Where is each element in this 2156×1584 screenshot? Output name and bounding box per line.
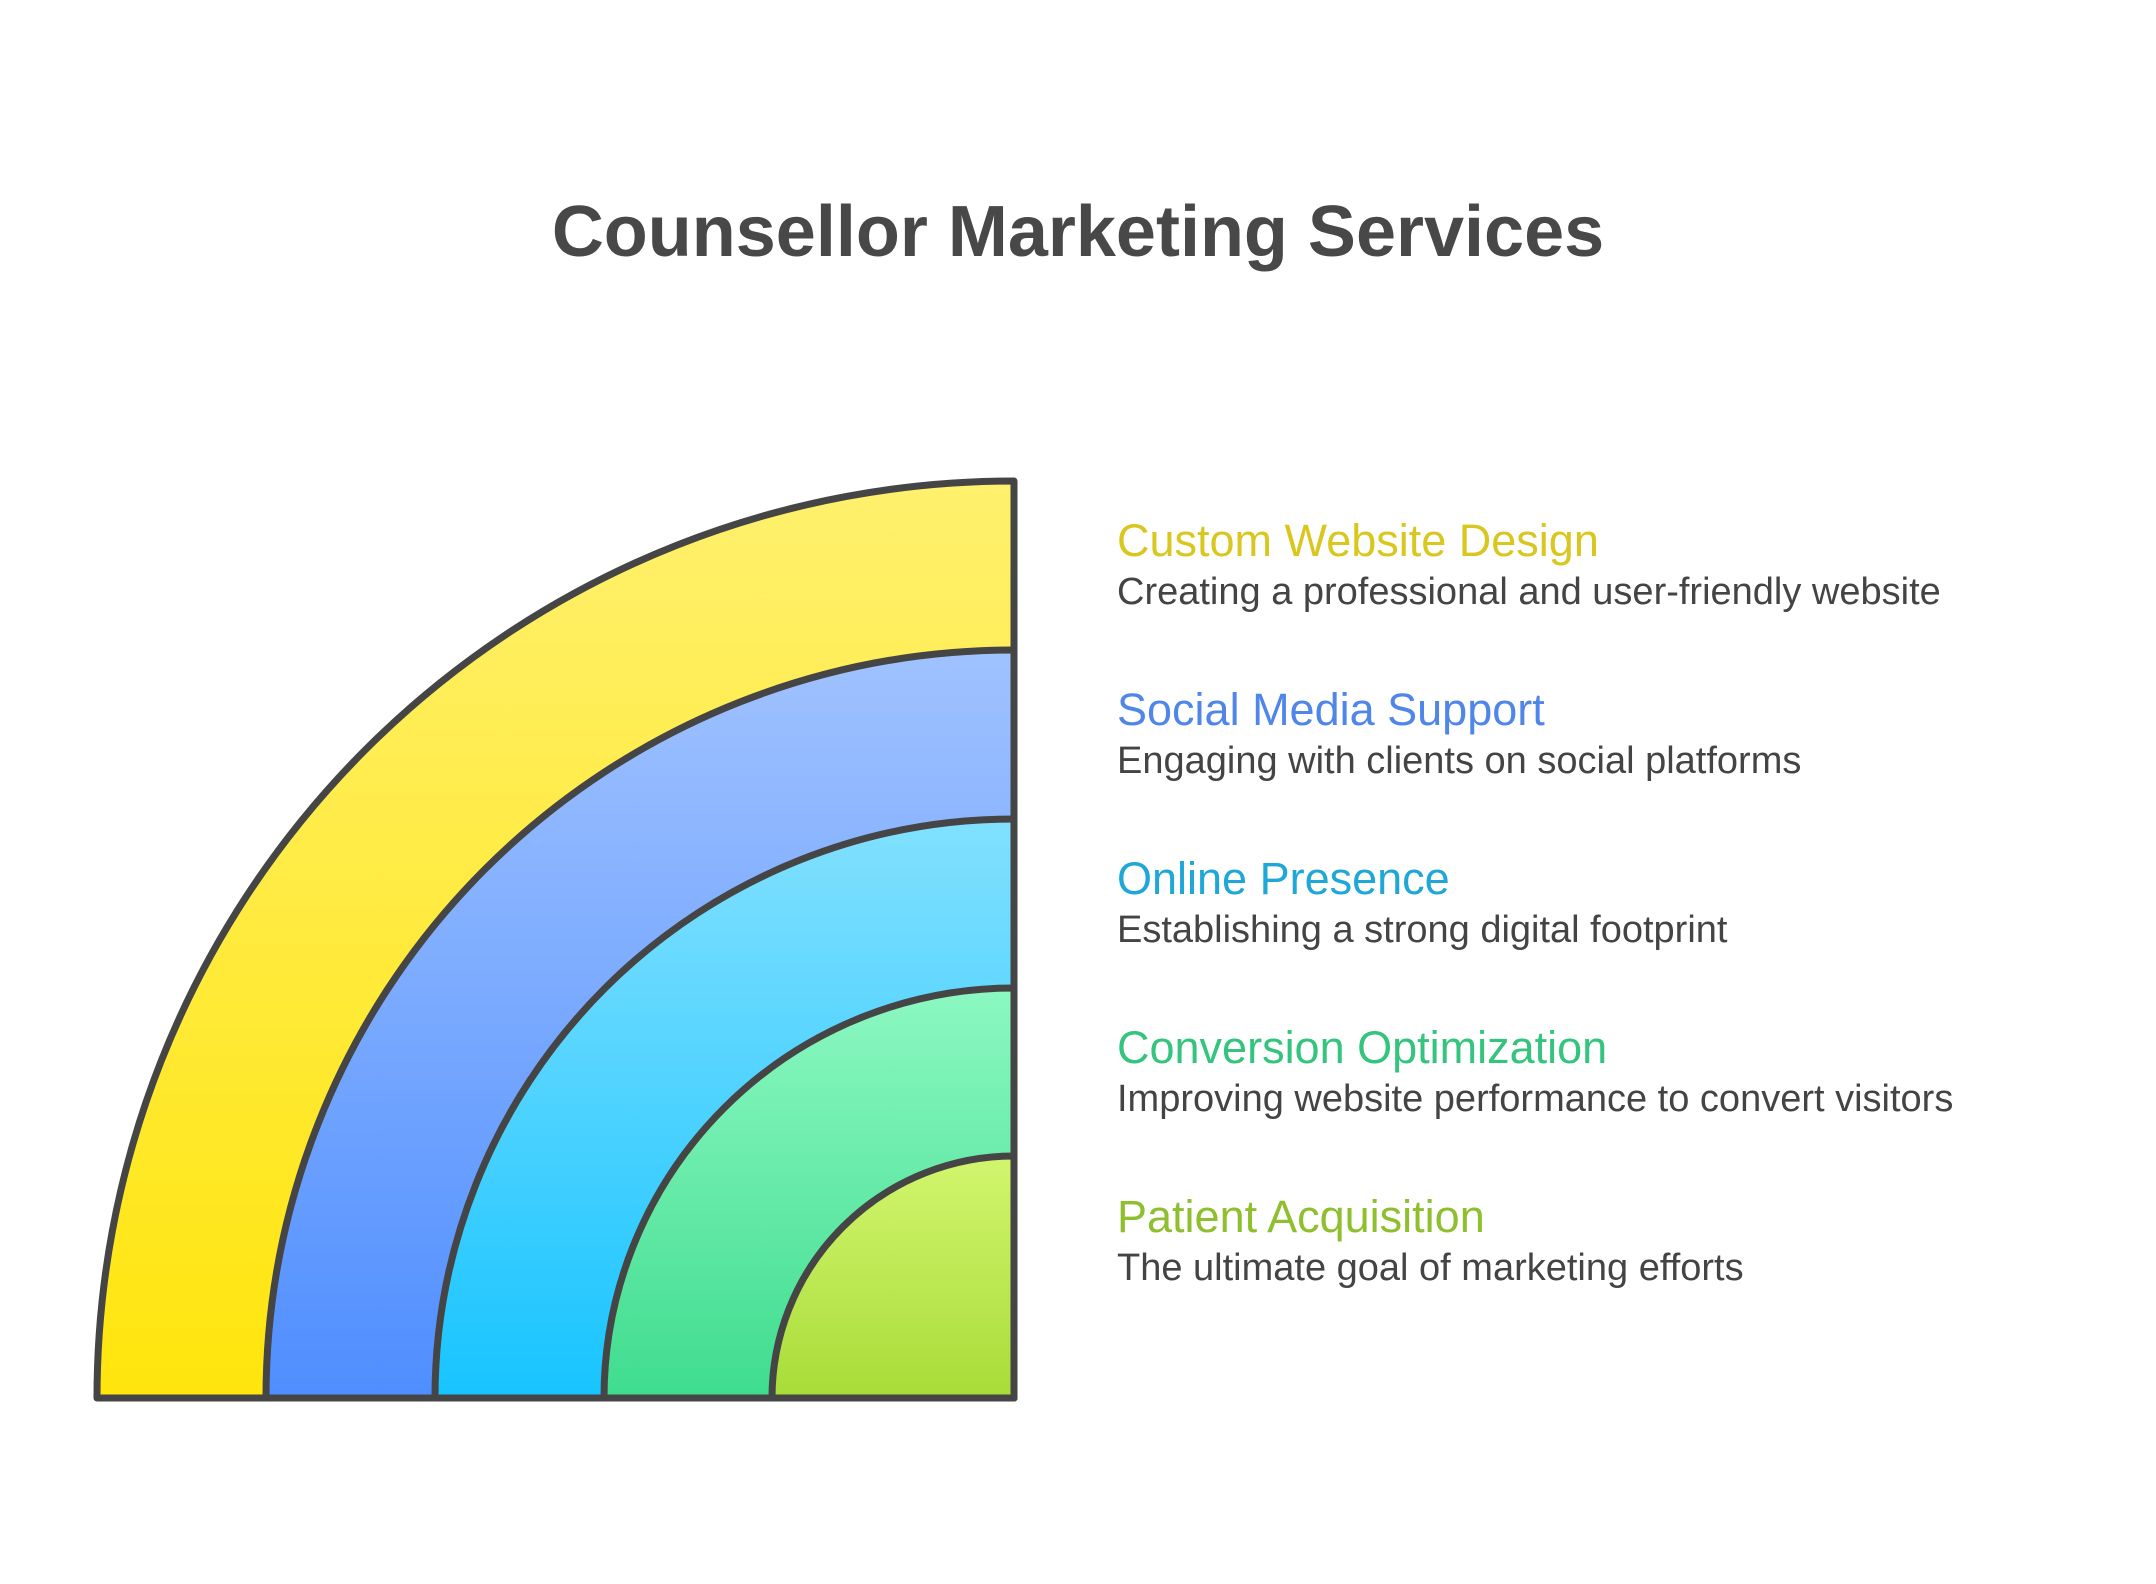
service-title: Online Presence — [1117, 853, 1450, 904]
service-item-website-design: Custom Website Design Creating a profess… — [1117, 515, 2137, 616]
service-title: Custom Website Design — [1117, 515, 1599, 566]
service-description: Establishing a strong digital footprint — [1117, 908, 1728, 951]
service-item-conversion: Conversion Optimization Improving websit… — [1117, 1022, 2137, 1123]
service-description: Engaging with clients on social platform… — [1117, 739, 1802, 782]
service-title: Social Media Support — [1117, 684, 1545, 735]
service-item-social-media: Social Media Support Engaging with clien… — [1117, 684, 2137, 785]
page-title: Counsellor Marketing Services — [551, 192, 1605, 272]
service-description: Improving website performance to convert… — [1117, 1077, 1954, 1120]
band-5 — [768, 1152, 1018, 1402]
service-title: Conversion Optimization — [1117, 1022, 1608, 1073]
service-title: Patient Acquisition — [1117, 1191, 1485, 1242]
service-item-patient-acquisition: Patient Acquisition The ultimate goal of… — [1117, 1191, 2137, 1292]
service-item-online-presence: Online Presence Establishing a strong di… — [1117, 853, 2137, 954]
service-description: The ultimate goal of marketing efforts — [1117, 1246, 1744, 1289]
service-description: Creating a professional and user-friendl… — [1117, 570, 1941, 613]
